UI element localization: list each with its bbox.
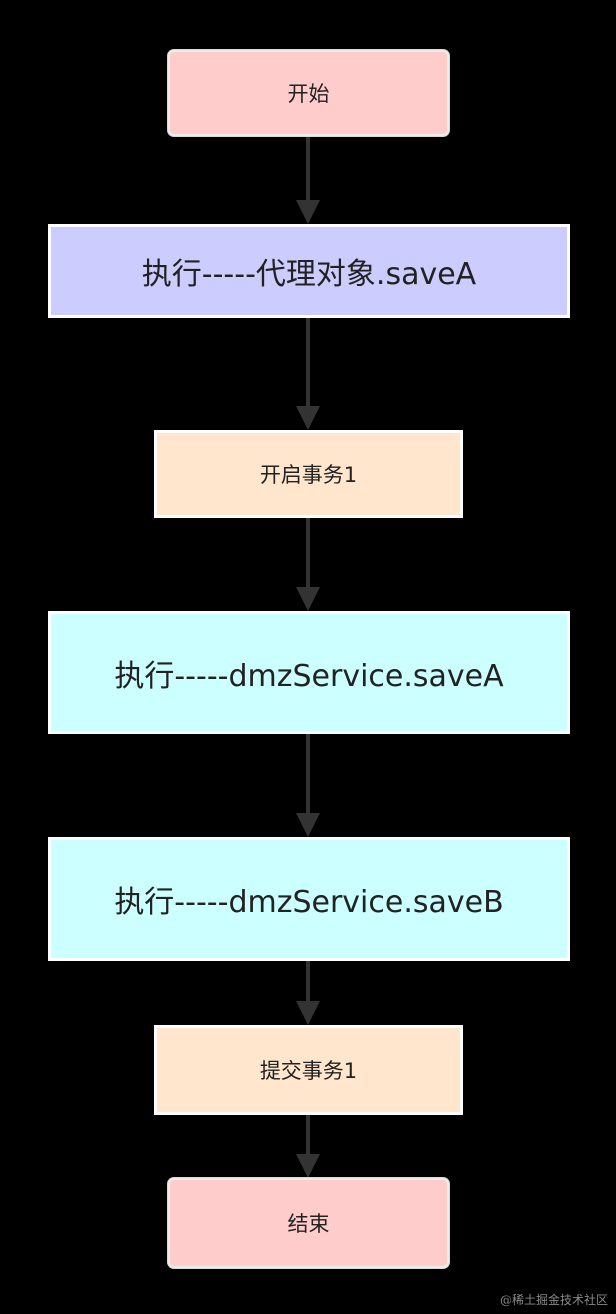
edge-arrowhead: [296, 1001, 320, 1025]
edge-arrowhead: [296, 406, 320, 430]
begin-transaction-label: 开启事务1: [259, 463, 358, 487]
start-node-label: 开始: [287, 82, 330, 106]
begin-transaction-node: 开启事务1: [154, 430, 463, 518]
end-node-label: 结束: [287, 1212, 330, 1236]
edge-arrow-begin-tx-to-exec-saveA: [296, 518, 320, 611]
exec-dmz-save-a-label: 执行-----dmzService.saveA: [114, 658, 504, 694]
edge-arrow-exec-proxy-to-begin-tx: [296, 318, 320, 430]
exec-dmz-save-a-node: 执行-----dmzService.saveA: [48, 611, 570, 734]
exec-proxy-save-a-node: 执行-----代理对象.saveA: [48, 224, 570, 318]
edge-arrow-exec-saveB-to-commit-tx: [296, 961, 320, 1025]
commit-transaction-node: 提交事务1: [154, 1025, 463, 1115]
edge-arrowhead: [296, 587, 320, 611]
end-node: 结束: [168, 1178, 449, 1268]
edge-arrowhead: [296, 813, 320, 837]
exec-proxy-save-a-label: 执行-----代理对象.saveA: [141, 257, 477, 292]
commit-transaction-label: 提交事务1: [259, 1059, 358, 1083]
edge-arrowhead: [296, 200, 320, 224]
exec-dmz-save-b-node: 执行-----dmzService.saveB: [48, 837, 570, 961]
start-node: 开始: [168, 50, 449, 136]
exec-dmz-save-b-label: 执行-----dmzService.saveB: [114, 885, 504, 920]
edge-arrowhead: [296, 1154, 320, 1178]
edge-arrow-exec-saveA-to-exec-saveB: [296, 734, 320, 837]
edge-arrow-start-to-exec-proxy: [296, 136, 320, 224]
edge-arrow-commit-tx-to-end: [296, 1115, 320, 1178]
watermark: @稀土掘金技术社区: [499, 1293, 608, 1307]
